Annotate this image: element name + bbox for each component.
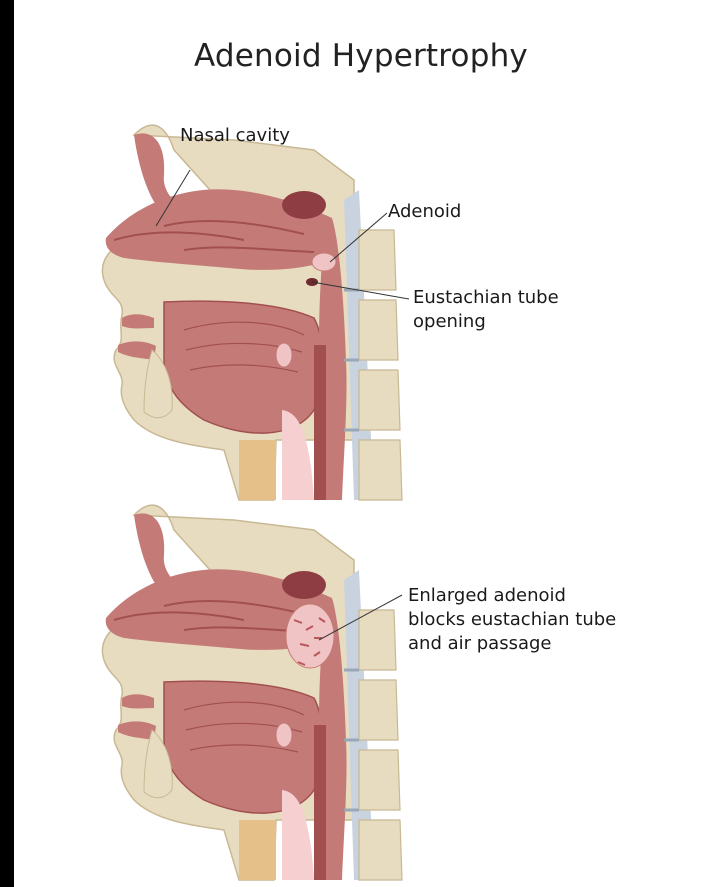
label-eustachian-tube: Eustachian tube opening (413, 286, 559, 334)
label-adenoid: Adenoid (388, 200, 461, 224)
adenoid-small (312, 253, 336, 271)
illustration-panel: Adenoid Hypertrophy (14, 0, 708, 887)
bottom-head-illustration (102, 505, 402, 880)
label-nasal-cavity: Nasal cavity (180, 124, 290, 148)
label-enlarged-adenoid: Enlarged adenoid blocks eustachian tube … (408, 584, 616, 656)
top-head-illustration (102, 125, 402, 500)
anatomy-drawing (14, 0, 708, 887)
